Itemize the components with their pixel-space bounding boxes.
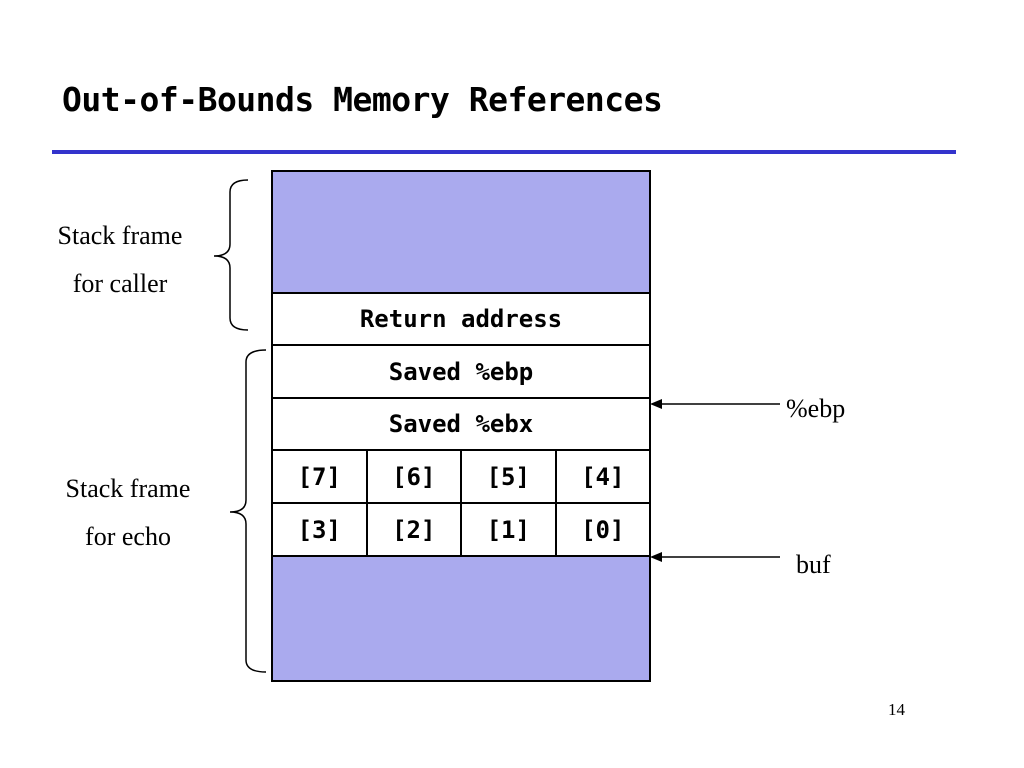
ebp-arrow-head [650,399,662,409]
buf-cell-0: [0] [581,515,625,544]
caller-frame-label-line1: Stack frame [57,221,183,250]
caller-frame-label: Stack frame for caller [36,212,204,308]
buf-cell-4: [4] [581,462,625,491]
buf-cell-2: [2] [368,504,462,555]
below-buf-area [273,557,649,680]
buf-pointer-label: buf [796,550,831,579]
title-underline [52,150,956,154]
saved-ebp-cell: Saved %ebp [273,346,649,399]
buf-cell-7: [7] [273,451,368,502]
caller-brace [213,179,249,331]
page-number: 14 [888,700,905,719]
buf-row-upper: [7] [6] [5] [4] [273,451,649,504]
caller-frame-area [273,172,649,294]
buf-cell-6: [6] [368,451,462,502]
saved-ebx-label: Saved %ebx [388,410,534,438]
buf-cell-1: [1] [462,504,557,555]
echo-frame-label: Stack frame for echo [44,465,212,561]
buf-arrow-head [650,552,662,562]
ebp-pointer-label: %ebp [786,394,846,423]
caller-frame-label-line2: for caller [72,269,168,298]
buf-row-lower: [3] [2] [1] [0] [273,504,649,557]
saved-ebx-cell: Saved %ebx [273,399,649,451]
echo-frame-label-line2: for echo [85,522,171,551]
saved-ebp-label: Saved %ebp [388,357,534,386]
echo-frame-label-line1: Stack frame [65,474,191,503]
slide-title: Out-of-Bounds Memory References [62,80,663,119]
buf-cell-3: [3] [273,504,368,555]
echo-brace [229,349,267,673]
stack-diagram: Return address Saved %ebp Saved %ebx [7]… [271,170,651,682]
buf-cell-5: [5] [462,451,557,502]
return-address-cell: Return address [273,294,649,346]
return-address-label: Return address [359,305,563,333]
